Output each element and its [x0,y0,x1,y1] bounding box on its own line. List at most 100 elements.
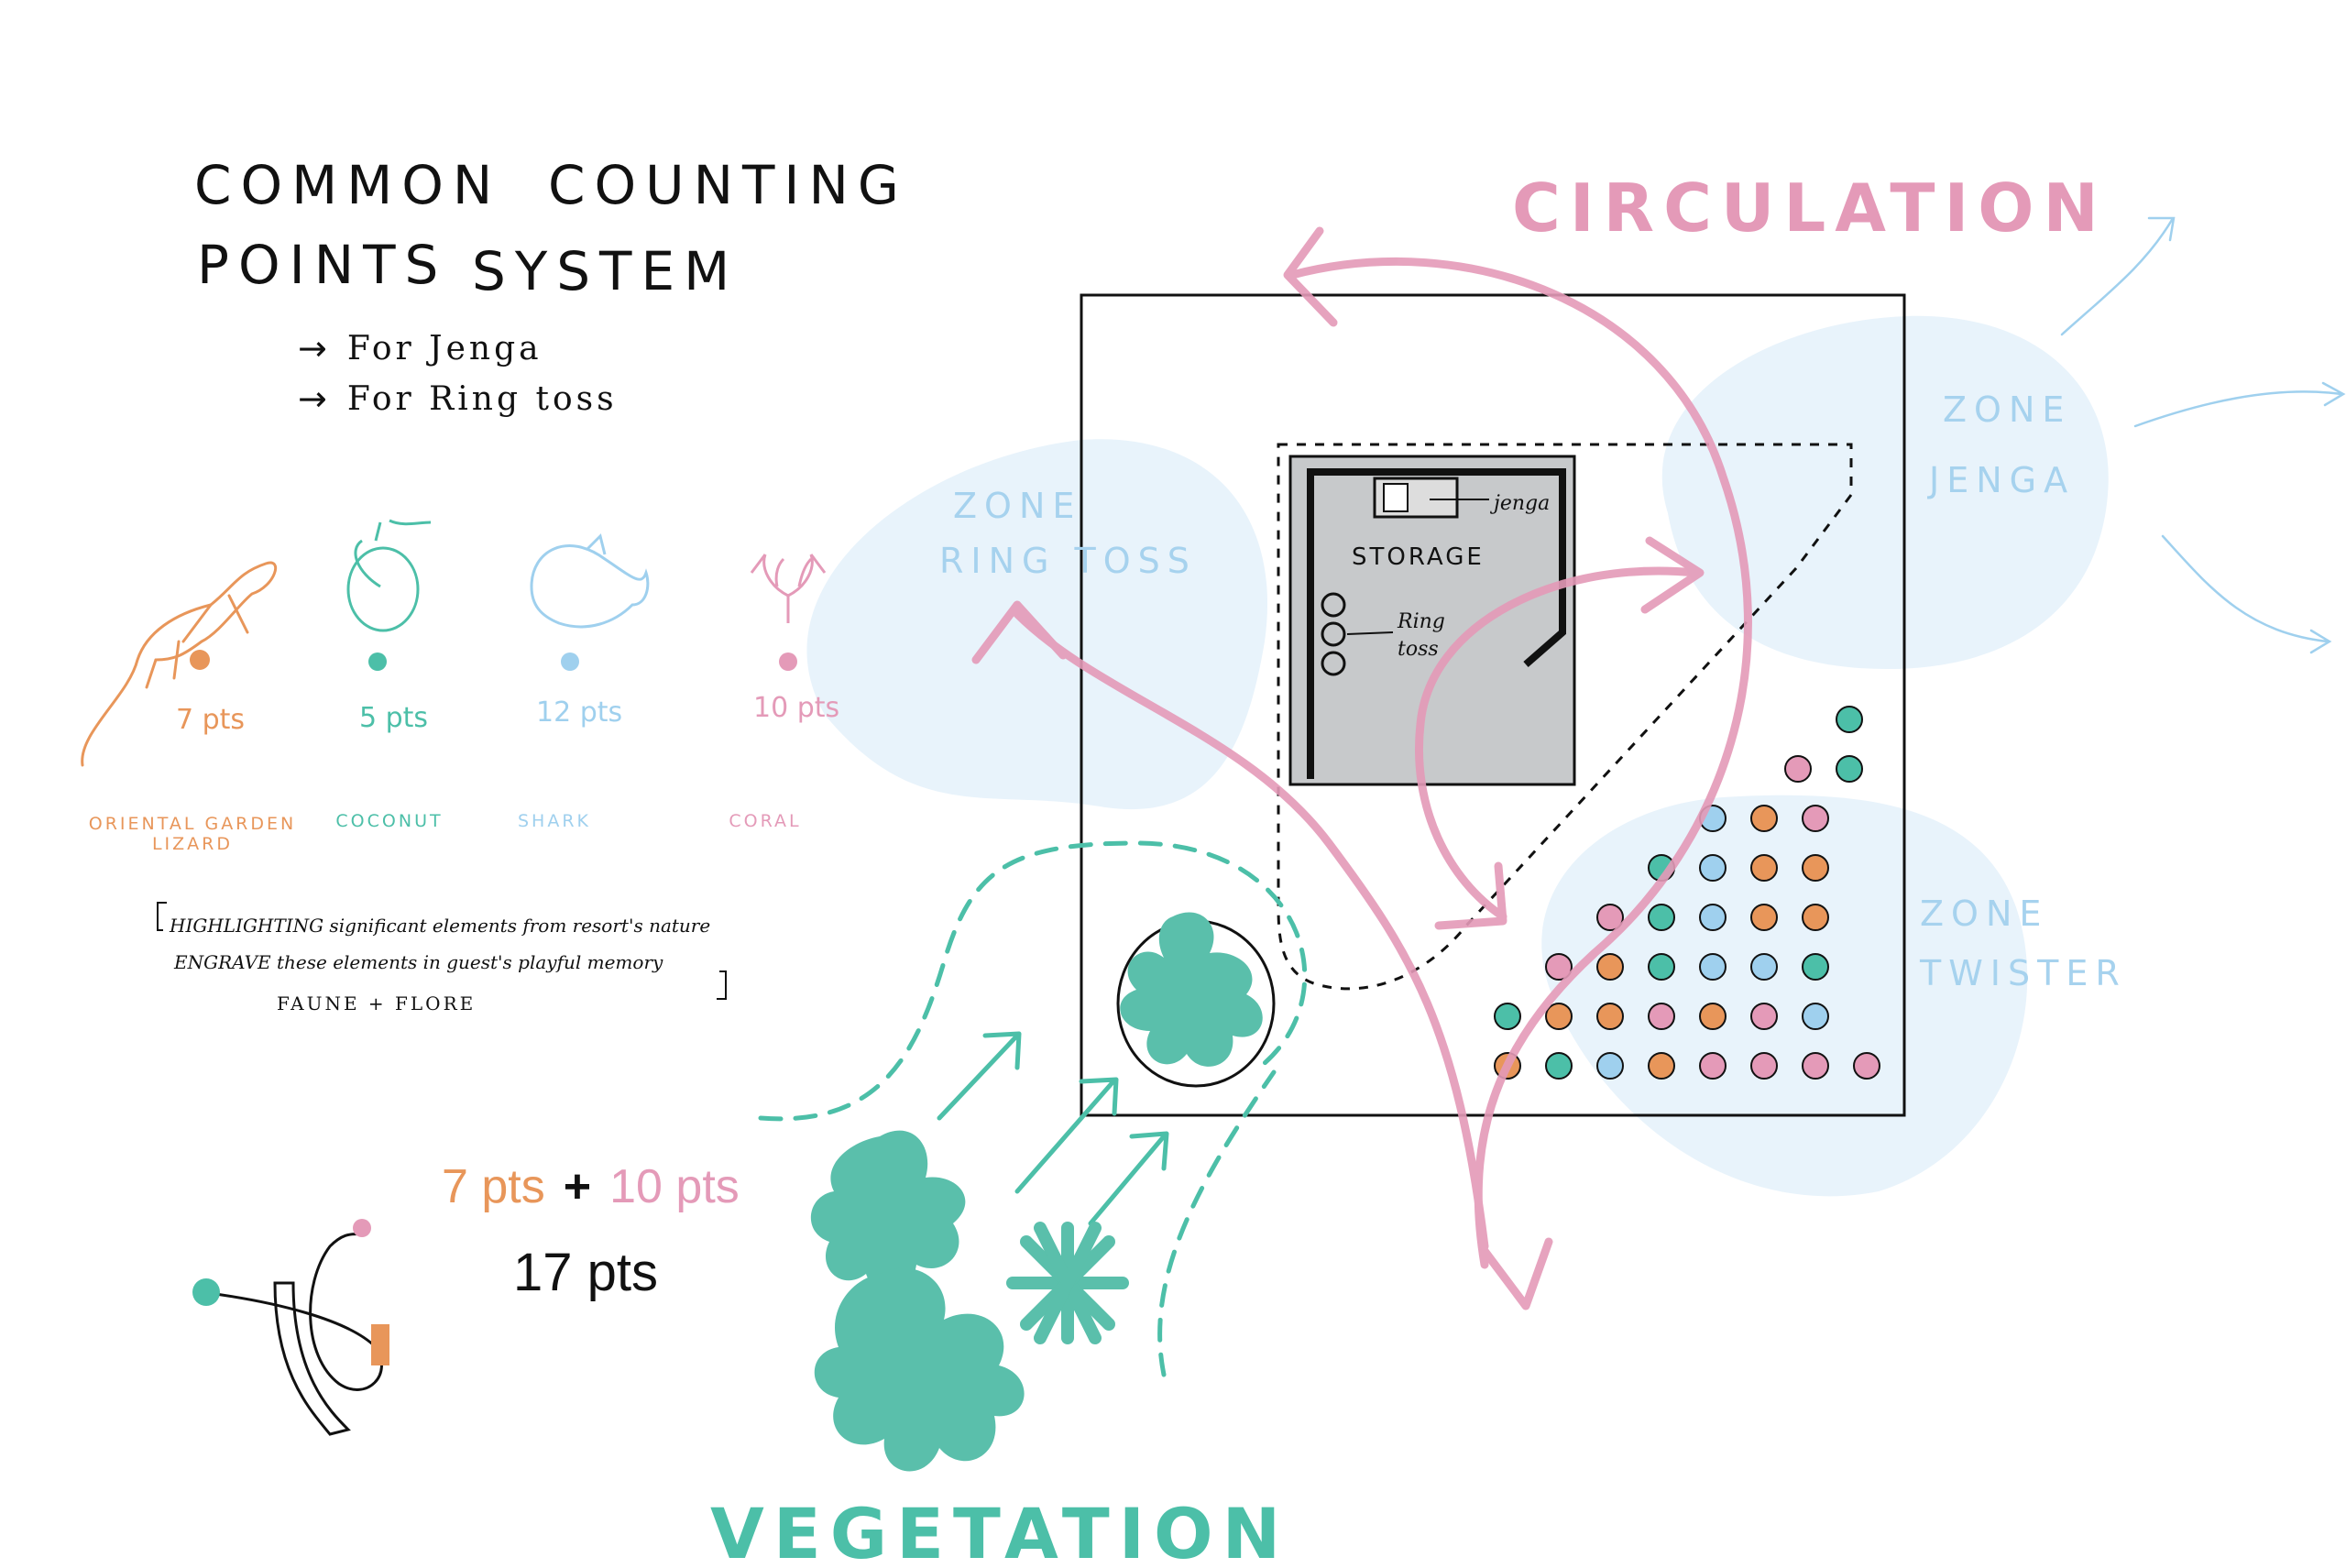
zone-ring-toss-label-1: ZONE [953,486,1081,526]
vegetation-dash-2 [1157,1069,1277,1377]
storage-dashed-zone [1277,443,1853,991]
vegetation-star [1006,1222,1129,1344]
rope-band-orange [371,1324,389,1365]
ring-peg [1321,621,1346,647]
twister-dot [1836,755,1863,783]
twister-dot [1750,953,1778,981]
rope-end-pink [353,1219,371,1237]
ring-leader [1346,631,1394,635]
twister-dot [1750,805,1778,832]
storage-wall [1307,468,1566,779]
twister-dot [1596,1003,1624,1030]
coconut-dot [368,652,387,671]
circulation-arrowhead-top [1283,226,1338,327]
coconut-pts: 5 pts [359,702,429,734]
circulation-arrowhead-loop-top [1640,536,1705,614]
circulation-path-loop [1415,566,1700,921]
twister-dot [1596,1052,1624,1080]
tree-blob [1120,912,1263,1067]
storage-label: STORAGE [1352,543,1485,571]
twister-dot [1802,953,1829,981]
ring-peg [1321,651,1346,676]
circulation-path-left [1013,609,1489,1251]
twister-dot [1802,904,1829,931]
sum-b: 10 pts [609,1160,740,1213]
rope-end-teal [192,1278,220,1306]
bullet-ring-toss-text: For Ring toss [346,379,618,418]
lizard-caption: ORIENTAL GARDEN LIZARD [88,814,297,854]
zone-twister-label-2: TWISTER [1919,953,2127,993]
twister-dot [1596,953,1624,981]
jenga-outflow-arrows [2060,216,2346,654]
vegetation-label: VEGETATION [710,1493,1289,1568]
twister-dot [1802,854,1829,882]
vegetation-dash-1 [758,840,1308,1122]
circulation-path-top [1288,257,1752,1269]
circulation-arrows [971,226,1752,1310]
storage-jenga-label: jenga [1489,492,1550,515]
twister-dot [1836,706,1863,733]
shark-caption: SHARK [517,811,591,831]
coral-caption: CORAL [729,811,802,831]
title-points: POINTS [197,234,448,296]
zone-ring-toss-label-2: RING TOSS [939,541,1197,581]
twister-dot [1784,755,1812,783]
coconut-caption: COCONUT [335,811,444,831]
vegetation-paths [758,840,1308,1377]
twister-dot [1853,1052,1880,1080]
twister-dot [1545,1003,1573,1030]
jenga-box-inner [1383,483,1409,512]
note-line-3: FAUNE + FLORE [277,992,477,1014]
twister-dot [1699,904,1727,931]
bullet-jenga-text: For Jenga [346,329,543,367]
twister-dot [1596,904,1624,931]
twister-dot [1648,904,1675,931]
shark-pts: 12 pts [536,696,623,729]
twister-dot [1699,953,1727,981]
arrow-right-icon: → [298,328,327,368]
twister-dot [1699,854,1727,882]
sum-line: 7 pts + 10 pts [442,1159,740,1214]
zone-jenga-blob [1661,315,2109,669]
lizard-icon [81,561,278,767]
twister-dot [1750,1003,1778,1030]
twister-dot [1750,904,1778,931]
veg-arrow-3 [1088,1131,1169,1226]
circulation-arrowhead-loop-bottom [1434,861,1507,930]
title-common: COMMON [194,154,502,216]
twister-dot [1750,1052,1778,1080]
vegetation-shape-2 [814,1267,1025,1472]
coral-dot [779,652,797,671]
storage-toss-label: toss [1398,638,1439,661]
twister-dot [1648,953,1675,981]
circulation-arrowhead-bottom [1480,1237,1553,1310]
sum-total: 17 pts [513,1243,658,1302]
zone-twister-label-1: ZONE [1920,894,2048,934]
zone-twister-blob [1541,795,2028,1197]
title-system: SYSTEM [472,240,740,302]
twister-dot [1545,953,1573,981]
twister-dot [1699,1003,1727,1030]
vegetation-arrows [937,1031,1169,1226]
zone-jenga-label-1: ZONE [1943,389,2071,430]
shark-dot [561,652,579,671]
note-bracket-left [157,902,167,931]
twister-dot [1699,1052,1727,1080]
twister-dot [1648,1003,1675,1030]
coral-pts: 10 pts [753,692,840,724]
circulation-label: CIRCULATION [1512,170,2108,247]
lizard-pts: 7 pts [176,704,246,736]
twister-dot [1802,1003,1829,1030]
circulation-arrowhead-left [971,600,1068,664]
bullet-ring-toss: → For Ring toss [298,378,618,419]
shark-icon [530,533,650,629]
twister-dot [1494,1003,1521,1030]
twister-dot [1545,1052,1573,1080]
coral-icon [750,554,827,623]
rope-icon [201,1231,383,1436]
veg-arrow-1 [937,1031,1022,1121]
title-counting: COUNTING [548,154,908,216]
twister-dot [1750,854,1778,882]
twister-dot [1802,1052,1829,1080]
